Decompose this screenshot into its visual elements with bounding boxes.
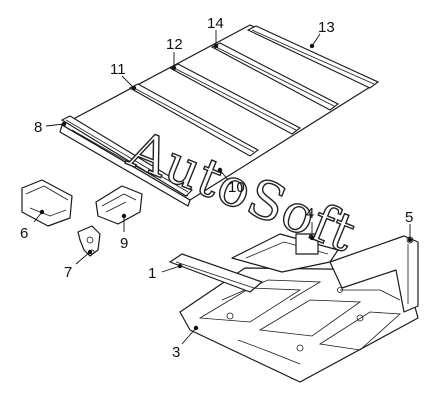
svg-text:3: 3: [172, 344, 180, 361]
svg-text:12: 12: [166, 36, 183, 53]
roof-panel: [59, 24, 379, 207]
svg-text:6: 6: [20, 225, 28, 242]
roof-bow-12: [168, 63, 302, 135]
svg-text:1: 1: [148, 265, 156, 282]
bracket-part-6: [21, 179, 73, 227]
roof-bow-rear-13: [246, 25, 380, 89]
svg-text:11: 11: [110, 61, 126, 78]
callout-14: 14: [207, 15, 224, 49]
roof-bow-11: [128, 83, 260, 157]
clip-part-7: [77, 225, 101, 257]
callout-9: 9: [120, 213, 128, 252]
callout-7: 7: [64, 249, 93, 281]
callout-5: 5: [405, 209, 413, 243]
callout-10: 10: [217, 167, 245, 196]
svg-text:9: 9: [120, 235, 128, 252]
svg-text:5: 5: [405, 209, 413, 226]
floor-pan-3: [179, 267, 419, 383]
callout-13: 13: [309, 19, 335, 49]
callout-1: 1: [148, 263, 183, 282]
callout-6: 6: [20, 209, 45, 242]
svg-text:14: 14: [207, 15, 224, 32]
callout-12: 12: [166, 36, 183, 71]
roof-bow-front-8: [60, 115, 193, 197]
callout-4: 4: [306, 205, 314, 241]
callout-11: 11: [110, 61, 137, 91]
callout-3: 3: [172, 325, 199, 361]
svg-text:4: 4: [306, 205, 314, 222]
svg-text:7: 7: [64, 264, 72, 281]
svg-text:13: 13: [318, 19, 335, 36]
side-rail-1: [169, 253, 263, 293]
bracket-part-9: [95, 185, 143, 225]
svg-text:8: 8: [34, 119, 42, 136]
side-rail-5: [329, 235, 419, 313]
svg-text:10: 10: [228, 179, 245, 196]
callout-8: 8: [34, 119, 67, 136]
